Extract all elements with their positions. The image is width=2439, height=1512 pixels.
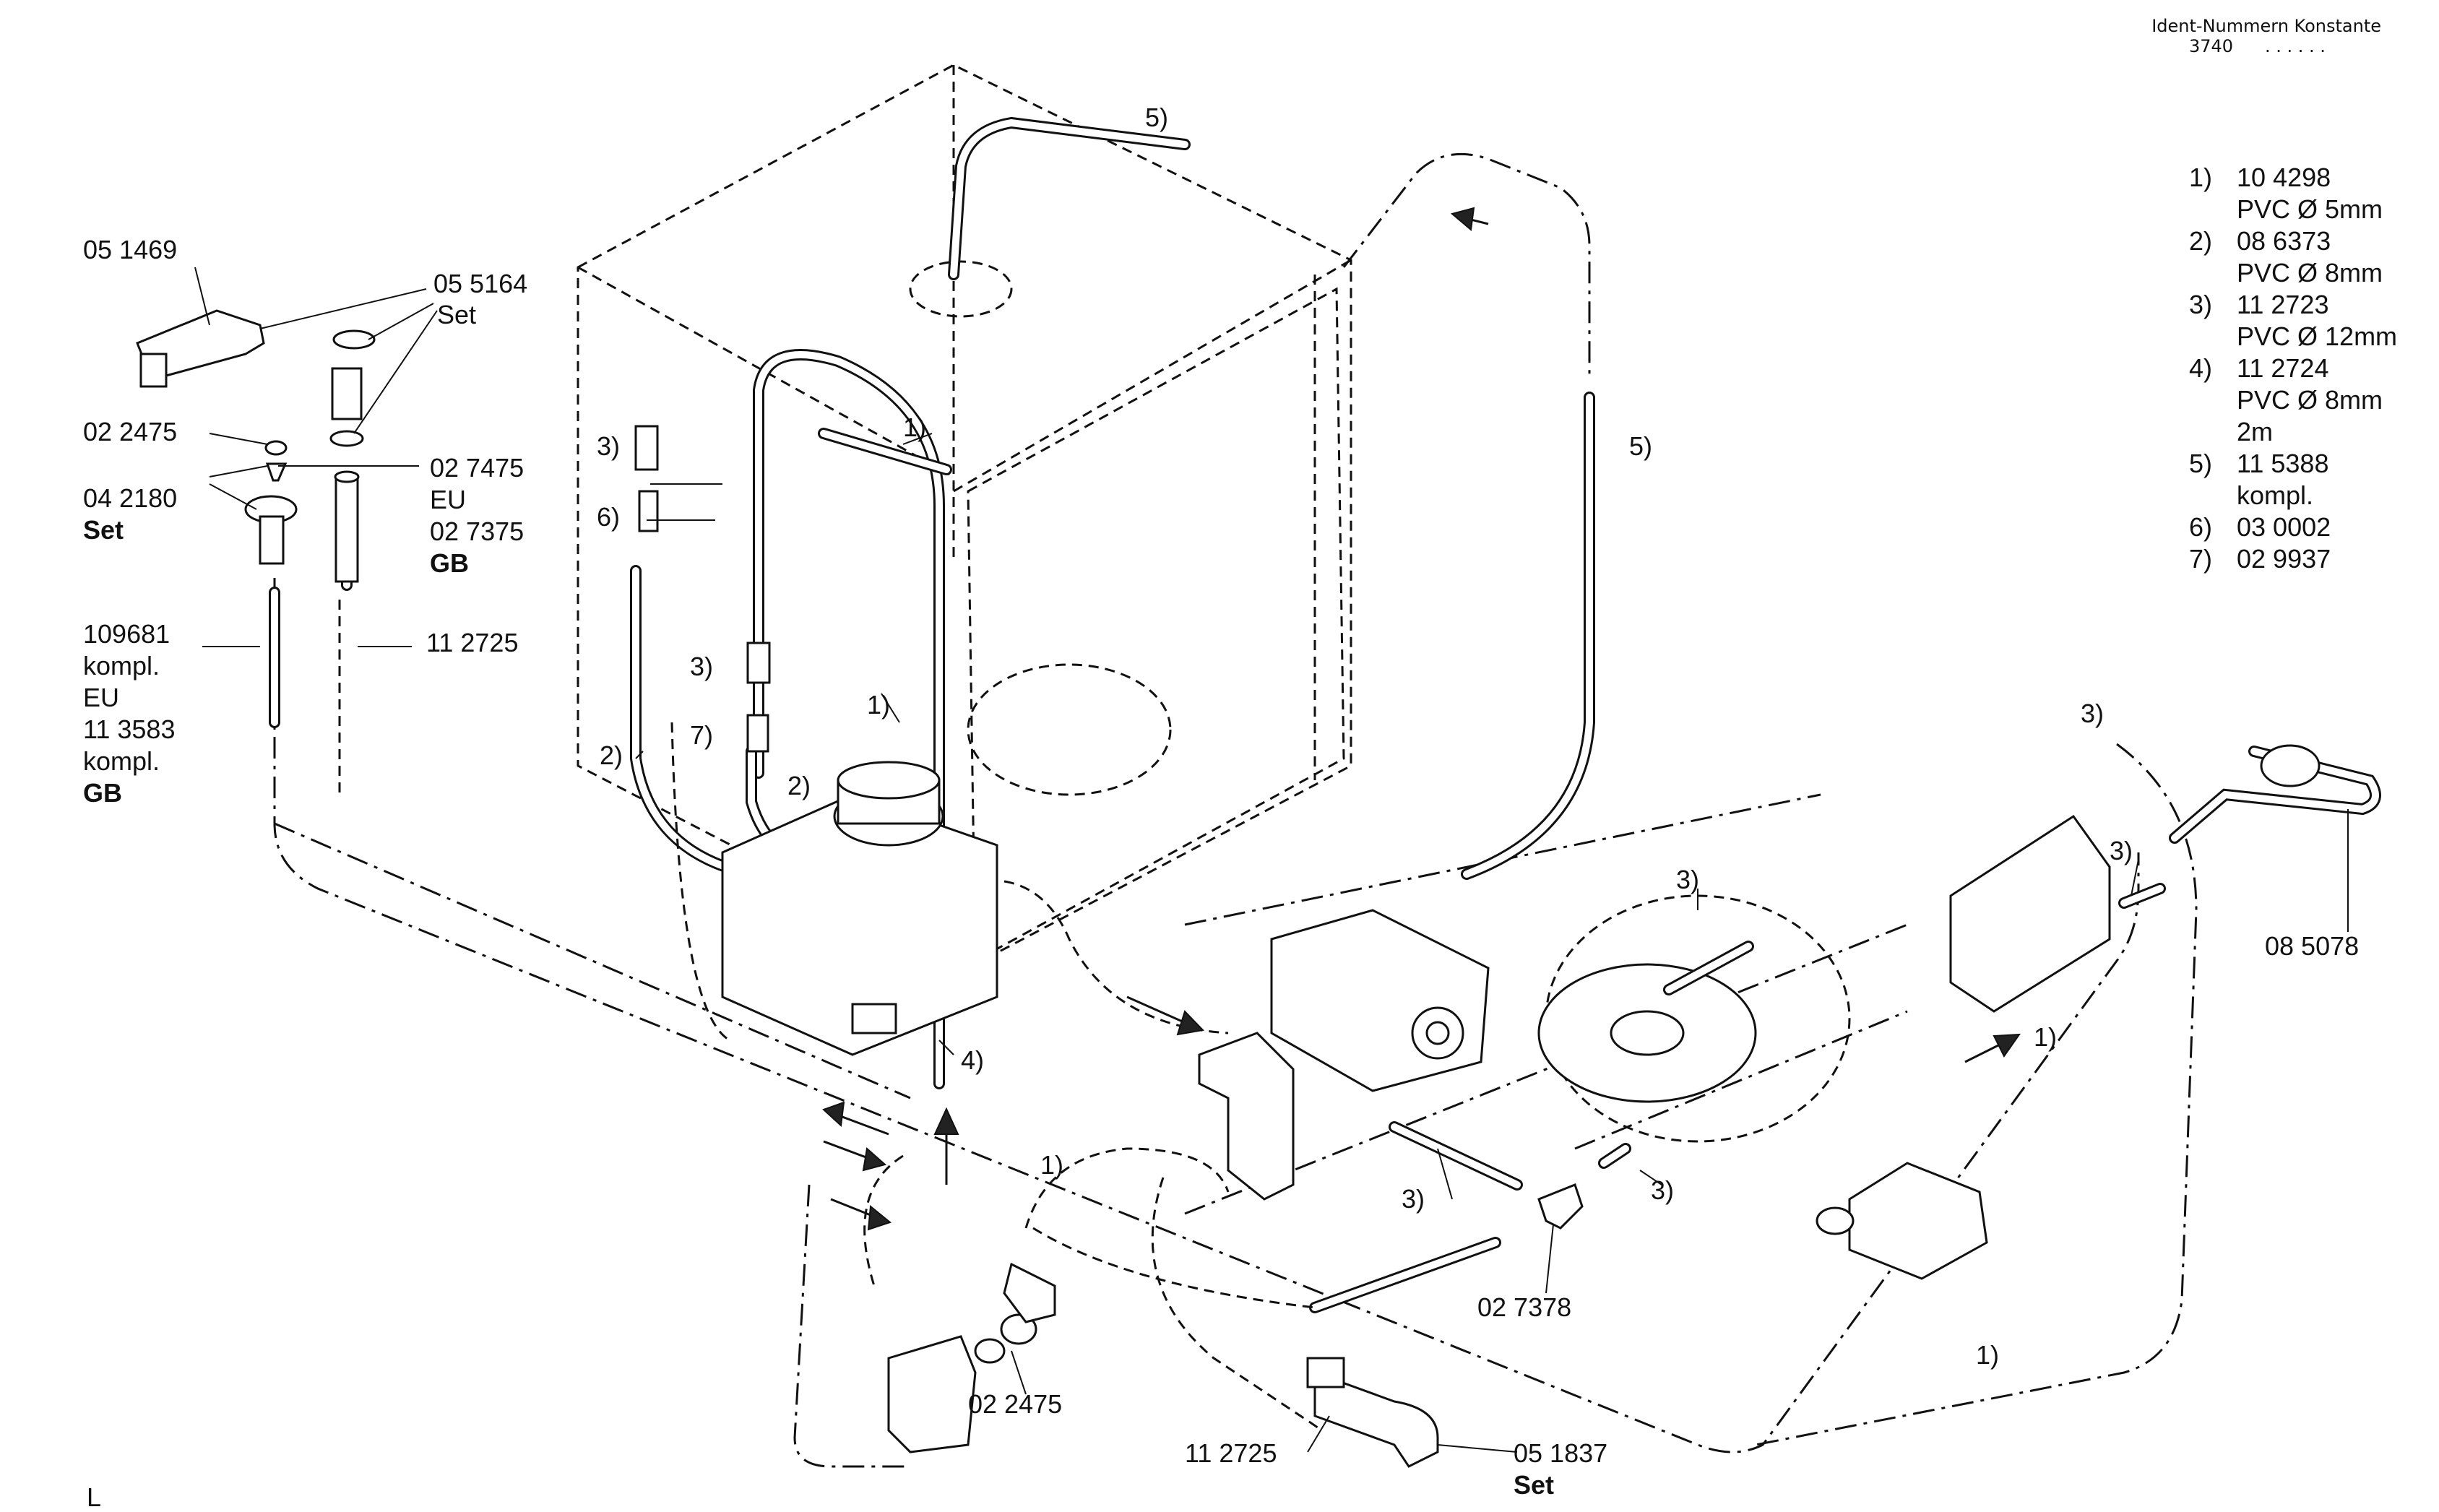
- legend-num-3: 3): [2189, 290, 2212, 319]
- label-109681: 109681: [83, 619, 170, 649]
- label-051837: 05 1837: [1514, 1438, 1607, 1468]
- legend-num-2: 2): [2189, 226, 2212, 256]
- label-027475: 02 7475: [430, 453, 524, 483]
- header-suffix: . . . . . .: [2265, 36, 2326, 56]
- label-055164: 05 5164: [433, 269, 527, 298]
- ref-7: 7): [690, 720, 713, 750]
- threaded-hose-part: [334, 470, 360, 583]
- hose-3-bottom: [1309, 1237, 1501, 1313]
- air-break-u-hose: [2169, 744, 2381, 844]
- label-051469: 05 1469: [83, 235, 177, 264]
- label-027375-gb: GB: [430, 548, 469, 578]
- clamp-set-part: [329, 329, 376, 447]
- legend-code-4: 11 2724: [2237, 353, 2328, 383]
- leader-lines: [194, 267, 2349, 1453]
- base-frame: [273, 152, 2198, 1468]
- label-113583-kompl: kompl.: [83, 746, 160, 776]
- ref-3-g: 3): [1651, 1175, 1674, 1205]
- label-055164-set: Set: [437, 300, 476, 329]
- flow-arrows: [822, 207, 2021, 1231]
- label-027375: 02 7375: [430, 517, 524, 546]
- legend-num-4: 4): [2189, 353, 2212, 383]
- legend-code-1: 10 4298: [2237, 163, 2331, 192]
- ref-1-d: 1): [2034, 1022, 2057, 1052]
- label-051837-set: Set: [1514, 1470, 1554, 1500]
- corner-mark: L: [87, 1482, 101, 1512]
- part-labels: 05 1469 05 5164 Set 02 2475 04 2180 Set …: [83, 235, 2359, 1500]
- legend-code-2: 08 6373: [2237, 226, 2331, 256]
- knob-part: [244, 495, 298, 565]
- pump-motor: [1270, 909, 1490, 1092]
- legend-num-1: 1): [2189, 163, 2212, 192]
- header-title: Ident-Nummern Konstante: [2151, 16, 2381, 36]
- label-109681-kompl: kompl.: [83, 651, 160, 681]
- header-number: 3740: [2189, 36, 2233, 56]
- legend-num-5: 5): [2189, 449, 2212, 478]
- label-113583: 11 3583: [83, 714, 175, 744]
- label-042180-set: Set: [83, 515, 124, 545]
- ref-3-e: 3): [1676, 865, 1699, 894]
- small-connector-left: [634, 425, 771, 753]
- ref-3-d: 3): [2110, 836, 2133, 865]
- label-085078: 08 5078: [2265, 931, 2359, 961]
- legend-desc-4: PVC Ø 8mm: [2237, 385, 2383, 415]
- legend-desc-3: PVC Ø 12mm: [2237, 321, 2397, 351]
- drain-connector: [887, 1262, 1056, 1453]
- legend-code-3: 11 2723: [2237, 290, 2328, 319]
- ref-3-a: 3): [597, 431, 620, 461]
- legend-num-7: 7): [2189, 544, 2212, 574]
- small-hose-piece: [1598, 883, 2166, 1169]
- label-109681-eu: EU: [83, 683, 119, 712]
- hose-5-top: [948, 116, 1191, 280]
- ref-1-c: 1): [1040, 1150, 1063, 1180]
- reference-labels: 1) 1) 1) 1) 1) 2) 2) 3) 3) 3) 3) 3) 3) 3…: [597, 103, 2133, 1370]
- elbow-fitting: [1306, 1357, 1439, 1468]
- legend-desc-5: kompl.: [2237, 480, 2313, 510]
- label-113583-gb: GB: [83, 778, 122, 808]
- connecting-lines: [670, 722, 1323, 1432]
- ref-6: 6): [597, 502, 620, 532]
- legend-desc-1: PVC Ø 5mm: [2237, 194, 2383, 224]
- ref-2-b: 2): [787, 771, 811, 800]
- ref-1-e: 1): [1976, 1340, 1999, 1370]
- inlet-valve: [1816, 1162, 1988, 1280]
- t-connector: [1537, 1183, 1584, 1230]
- pump-sump-assembly: [721, 761, 998, 1056]
- hose-5: [1461, 392, 1595, 880]
- ref-2-a: 2): [600, 740, 623, 770]
- legend-num-6: 6): [2189, 512, 2212, 542]
- label-022475-bottom: 02 2475: [968, 1389, 1062, 1419]
- clamp-bracket-part: [136, 309, 265, 388]
- ref-3-f: 3): [1402, 1184, 1425, 1214]
- ref-1-a: 1): [903, 412, 926, 442]
- clip-bracket: [1198, 1032, 1295, 1201]
- label-042180: 04 2180: [83, 483, 177, 513]
- label-027378: 02 7378: [1477, 1292, 1571, 1322]
- ref-5-b: 5): [1629, 431, 1652, 461]
- legend-desc-2: PVC Ø 8mm: [2237, 258, 2383, 288]
- ref-3-b: 3): [690, 652, 713, 681]
- legend-extra-4: 2m: [2237, 417, 2273, 446]
- ref-4: 4): [961, 1045, 984, 1075]
- ref-5-a: 5): [1145, 103, 1168, 132]
- ref-3-c: 3): [2081, 699, 2104, 728]
- legend-code-7: 02 9937: [2237, 544, 2331, 574]
- label-027475-eu: EU: [430, 485, 466, 514]
- housing-outline: [577, 64, 1352, 969]
- hose-1-top: [818, 428, 952, 475]
- washer-part: [264, 440, 288, 482]
- label-112725-top: 11 2725: [426, 628, 518, 657]
- legend: 1) 10 4298 PVC Ø 5mm 2) 08 6373 PVC Ø 8m…: [2189, 163, 2397, 574]
- valve-block: [1949, 814, 2111, 1013]
- label-022475-top: 02 2475: [83, 417, 177, 446]
- legend-code-6: 03 0002: [2237, 512, 2331, 542]
- label-112725-bottom: 11 2725: [1185, 1438, 1277, 1468]
- hose-3-mid: [1389, 1121, 1523, 1191]
- ref-1-b: 1): [867, 690, 890, 720]
- spray-arm-basket: [1537, 894, 1851, 1143]
- legend-code-5: 11 5388: [2237, 449, 2328, 478]
